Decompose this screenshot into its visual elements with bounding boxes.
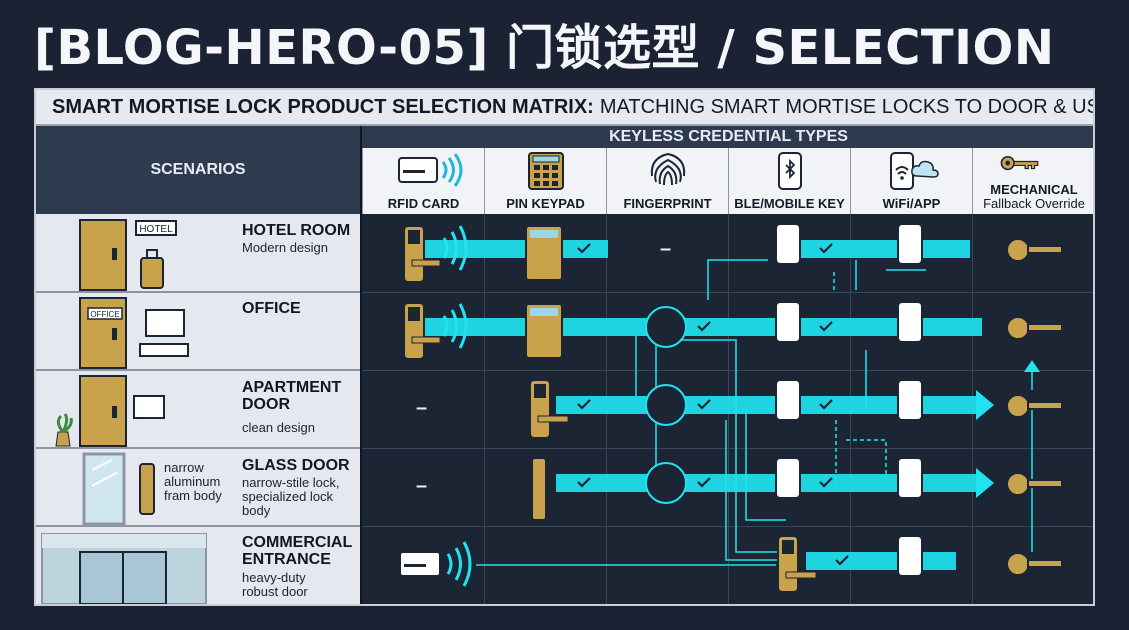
scenario-desc-hotel: Modern design [242,240,328,255]
col-header-ble: BLE/MOBILE KEY [728,148,850,214]
scenario-name-apartment: APARTMENT DOOR [242,379,342,413]
mortise-lock-commercial [777,535,817,593]
matrix-drawing: HOTEL OFFICE [41,219,1063,604]
mortise-lock-apartment [529,379,569,439]
office-door-illustration: OFFICE [79,297,189,369]
commercial-entrance-illustration [41,533,207,604]
fingerprint-readers [645,306,687,504]
col-header-rfid: RFID CARD [362,148,484,214]
phone-wifi-cloud-icon [890,152,939,190]
scenario-desc-apartment: clean design [242,420,315,435]
glass-door-note: narrow aluminum fram body [164,460,222,503]
no-support-marker: – [660,238,672,260]
no-support-marker: – [416,475,428,497]
phone-bluetooth-icon [778,152,802,190]
rfid-lock-hotel [403,225,441,283]
col-label-wifi: WiFi/APP [882,196,941,211]
selection-matrix: SMART MORTISE LOCK PRODUCT SELECTION MAT… [34,88,1095,606]
row-hotel-cells [362,214,1093,293]
column-divider [360,214,362,604]
no-support-marker: – [416,397,428,419]
col-label-keypad: PIN KEYPAD [506,196,585,211]
mechanical-key-icons [1006,238,1063,576]
col-label-rfid: RFID CARD [387,196,460,211]
col-label-mechanical-sub: Fallback Override [983,196,1085,211]
grid-line [484,214,485,604]
scenario-desc-glass: narrow-stile lock, specialized lock body [242,475,340,518]
dashed-routing-lines [833,270,887,490]
apartment-door-illustration [55,375,165,447]
scenarios-header: SCENARIOS [36,126,362,214]
hotel-door-illustration: HOTEL [79,219,177,291]
col-label-mechanical: MECHANICAL Fallback Override [973,182,1093,211]
phone-wifi-icons [897,223,923,577]
matrix-title: SMART MORTISE LOCK PRODUCT SELECTION MAT… [36,90,1093,126]
col-header-wifi: WiFi/APP [850,148,972,214]
scenario-name-hotel: HOTEL ROOM [242,222,351,239]
hero-title: [BLOG-HERO-05] 门锁选型 / SELECTION [34,20,1055,76]
phone-ble-icons [775,223,801,499]
keypad-icon [528,152,564,190]
col-header-mechanical: MECHANICAL Fallback Override [972,148,1093,214]
check-icons [577,243,849,566]
keypad-office [525,303,563,359]
col-header-keypad: PIN KEYPAD [484,148,606,214]
col-label-fingerprint: FINGERPRINT [623,196,712,211]
arrow-up [1024,360,1040,372]
col-header-fingerprint: FINGERPRINT [606,148,728,214]
matrix-title-rest: MATCHING SMART MORTISE LOCKS TO DOOR & U… [599,95,1095,118]
rfid-lock-office [403,302,441,360]
key-icon [1000,155,1039,171]
scenario-desc-commercial: heavy-duty robust door [242,570,308,599]
scenario-name-glass: GLASS DOOR [242,457,350,474]
flow-arrowheads [976,390,994,498]
matrix-title-bold: SMART MORTISE LOCK PRODUCT SELECTION MAT… [52,95,594,118]
col-label-ble: BLE/MOBILE KEY [734,196,845,211]
scenario-name-office: OFFICE [242,300,301,317]
office-sign: OFFICE [90,310,119,319]
rfid-card-icon [398,153,463,187]
col-label-mechanical-title: MECHANICAL [990,182,1078,197]
glass-door-illustration [82,452,155,526]
hotel-sign: HOTEL [139,224,173,235]
keypad-hotel [525,225,563,281]
fingerprint-icon [650,152,686,186]
narrow-lock-glass [531,457,547,521]
scenario-name-commercial: COMMERCIAL ENTRANCE [242,534,353,568]
rfid-waves [442,225,472,587]
rfid-card-commercial [399,551,441,577]
